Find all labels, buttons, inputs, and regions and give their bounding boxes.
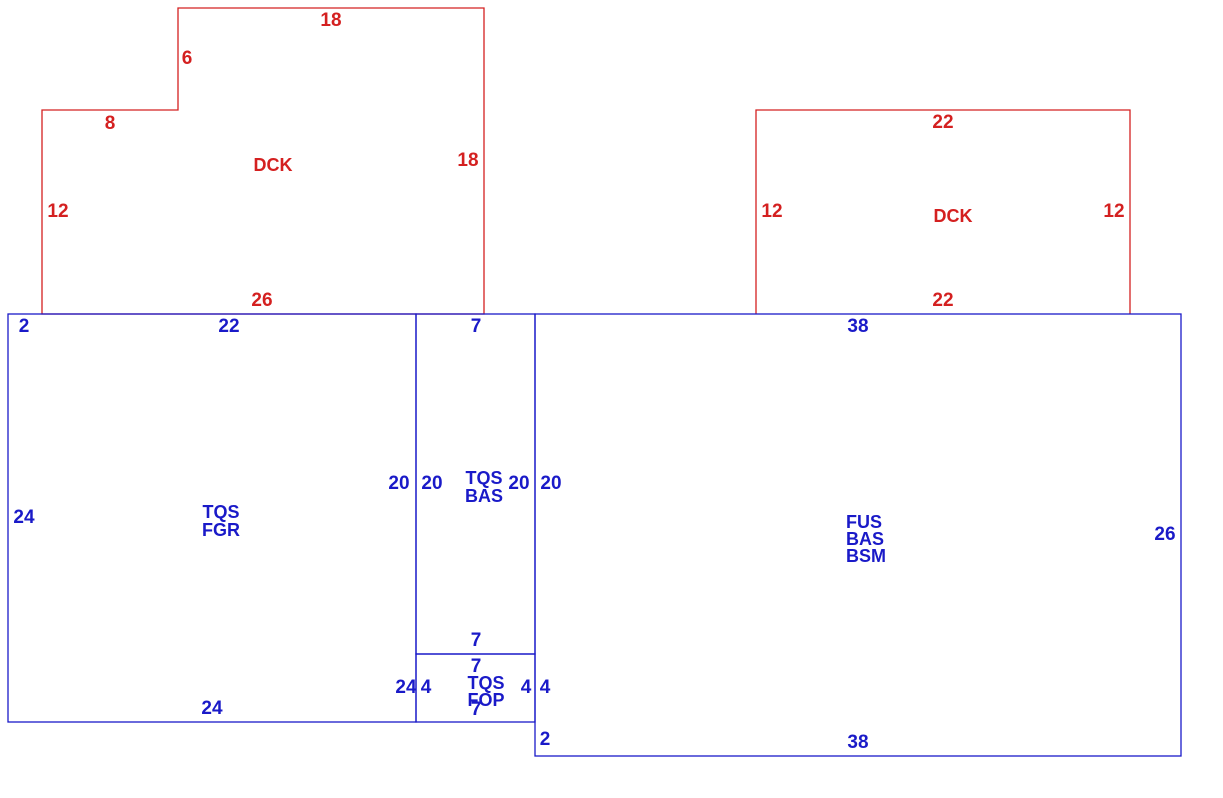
middle-area[interactable]: 7 20 TQS BAS 20 7	[415, 313, 536, 655]
main-code-2: BAS	[846, 529, 884, 549]
porch-dim-bottom: 7	[471, 699, 482, 720]
main-dim-left-porch: 4	[540, 677, 551, 698]
porch-code-1: TQS	[467, 673, 504, 693]
main-outline	[534, 313, 1182, 757]
main-code-3: BSM	[846, 546, 886, 566]
deck-left[interactable]: 18 6 8 DCK 18 12 26	[41, 7, 485, 315]
garage-dim-bottom: 24	[201, 698, 223, 719]
main-dim-bottom: 38	[847, 732, 868, 753]
garage-dim-left: 24	[13, 507, 35, 528]
main-dim-right: 26	[1154, 524, 1175, 545]
deck-left-dim-bottom: 26	[251, 290, 272, 311]
deck-left-dim-step-vertical: 6	[182, 48, 193, 69]
main-code-1: FUS	[846, 512, 882, 532]
middle-dim-right: 20	[508, 473, 529, 494]
main-dim-left-step: 2	[540, 729, 551, 750]
garage-dim-top: 22	[218, 316, 239, 337]
deck-right-dim-right: 12	[1103, 201, 1124, 222]
porch-dim-right: 4	[521, 677, 532, 698]
garage-dim-right: 20	[388, 473, 409, 494]
porch-dim-left: 4	[421, 677, 432, 698]
porch-code-2: FOP	[467, 690, 504, 710]
main-area[interactable]: 38 20 FUS BAS BSM 26 4 2 38	[534, 313, 1182, 757]
middle-code-2: BAS	[465, 486, 503, 506]
middle-dim-bottom: 7	[471, 630, 482, 651]
garage-dim-top-offset: 2	[19, 316, 30, 337]
garage-code-1: TQS	[202, 502, 239, 522]
garage-code-2: FGR	[202, 520, 240, 540]
deck-left-dim-top: 18	[320, 10, 341, 31]
middle-dim-top: 7	[471, 316, 482, 337]
garage-area[interactable]: 2 22 24 TQS FGR 20 24	[7, 313, 417, 723]
porch-dim-top: 7	[471, 656, 482, 677]
deck-left-dim-step-horizontal: 8	[105, 113, 116, 134]
deck-right-dim-top: 22	[932, 112, 953, 133]
porch-area[interactable]: 7 24 4 TQS FOP 7 4	[395, 653, 536, 723]
deck-left-dim-left: 12	[47, 201, 68, 222]
deck-right-dim-left: 12	[761, 201, 782, 222]
deck-left-code: DCK	[254, 155, 293, 175]
deck-right-code: DCK	[934, 206, 973, 226]
deck-right-dim-bottom: 22	[932, 290, 953, 311]
deck-right-outline	[755, 109, 1131, 314]
porch-dim-left-outer: 24	[395, 677, 417, 698]
main-dim-top: 38	[847, 316, 868, 337]
main-dim-left-outer: 20	[540, 473, 561, 494]
deck-left-dim-right: 18	[457, 150, 478, 171]
deck-right[interactable]: 22 12 DCK 12 22	[755, 109, 1131, 314]
middle-dim-left: 20	[421, 473, 442, 494]
middle-code-1: TQS	[465, 468, 502, 488]
